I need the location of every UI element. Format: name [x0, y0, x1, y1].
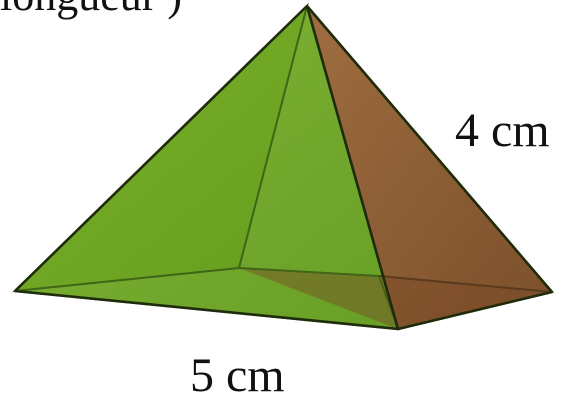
base-edge-label: 5 cm	[190, 349, 285, 402]
edge-apex-right	[306, 5, 553, 293]
edge-base-right	[397, 290, 553, 331]
top-cutoff-text: longueur )	[0, 0, 182, 18]
hidden-edge-apex-to-back-left	[238, 5, 308, 269]
slant-edge-label: 4 cm	[455, 104, 550, 157]
hidden-edge-back-right-base	[238, 267, 380, 277]
pyramid-base-bottom-shade	[239, 268, 552, 329]
hidden-edge-right-base	[378, 275, 553, 293]
edge-apex-left	[14, 5, 308, 292]
edge-base-front	[14, 289, 399, 331]
edge-apex-front	[305, 5, 400, 330]
hidden-edge-back-base	[14, 267, 240, 292]
